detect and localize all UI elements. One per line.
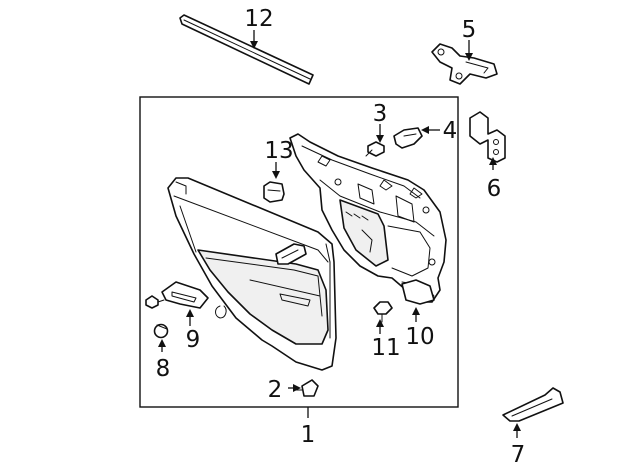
callout-10: 10 <box>405 324 434 350</box>
part-13-clip <box>263 181 285 203</box>
part-7-lower-molding <box>502 387 564 422</box>
bolt-small <box>145 295 165 309</box>
callout-8: 8 <box>156 356 171 382</box>
callout-2: 2 <box>268 377 283 403</box>
callout-12: 12 <box>244 6 273 32</box>
assembly-frame <box>139 96 459 408</box>
leader-lines <box>158 30 521 438</box>
part-2-fastener <box>295 379 319 397</box>
callout-5: 5 <box>462 17 477 43</box>
callout-9: 9 <box>186 327 201 353</box>
callout-4: 4 <box>443 118 458 144</box>
callout-13: 13 <box>264 138 293 164</box>
callout-6: 6 <box>487 176 502 202</box>
part-9-handle-bezel <box>161 281 209 309</box>
part-8-cap <box>153 323 169 339</box>
part-6-angle-bracket <box>469 111 506 163</box>
callout-11: 11 <box>371 335 400 361</box>
part-11-push-clip <box>373 301 393 323</box>
part-12-belt-molding <box>179 14 314 85</box>
part-3-screw <box>365 141 385 157</box>
part-5-bracket <box>431 43 498 85</box>
callout-7: 7 <box>511 442 526 468</box>
door-carrier-frame <box>289 133 447 305</box>
door-trim-panel <box>167 177 337 371</box>
callout-3: 3 <box>373 101 388 127</box>
callout-1: 1 <box>301 422 316 448</box>
part-4-clip <box>393 127 423 149</box>
